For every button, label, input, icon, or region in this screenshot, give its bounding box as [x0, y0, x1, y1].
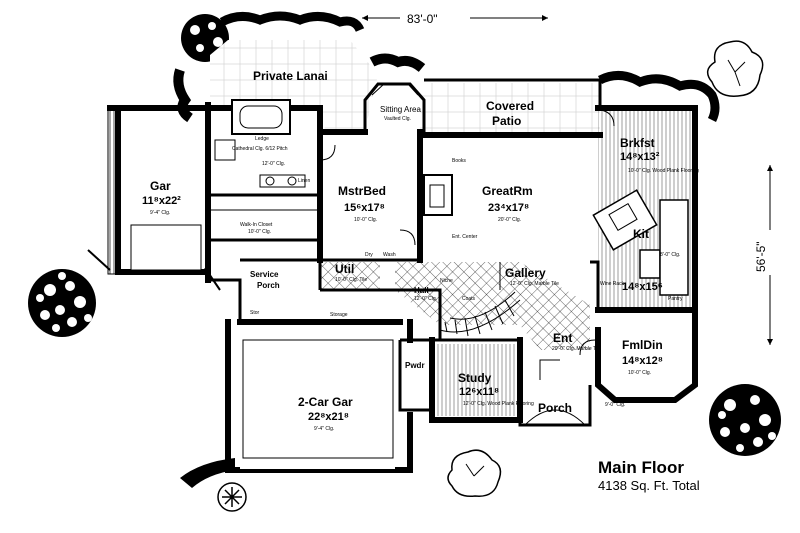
room-walk-in-closet-note: 10'-0" Clg. [248, 229, 271, 235]
floor-finishes [210, 40, 693, 416]
room-service-porch-name: Service [250, 270, 279, 279]
room-brkfst-note: 10'-0" Clg. Wood Plank Flooring [628, 168, 699, 174]
ledge-label: Ledge [255, 136, 269, 142]
room-fmldin-note: 10'-0" Clg. [628, 370, 651, 376]
room-sitting-area-name: Sitting Area [380, 105, 421, 114]
width-dimension-label: 83'-0" [407, 12, 438, 26]
room-covered-patio-name: Covered [486, 99, 534, 113]
room-util-note: 10'-0" Clg. Tile [335, 277, 367, 283]
room-greatrm-name: GreatRm [482, 184, 533, 198]
room-brkfst-name: Brkfst [620, 136, 655, 150]
depth-dimension: 56'-5" [754, 165, 773, 345]
room-brkfst-dim: 14⁸x13² [620, 151, 660, 163]
room-util-name: Util [335, 262, 354, 276]
room-study-name: Study [458, 371, 492, 385]
title-block: Main Floor 4138 Sq. Ft. Total [598, 458, 748, 494]
room-greatrm-note: 20'-0" Clg. [498, 217, 521, 223]
room-walk-in-closet-name: Walk-In Closet [240, 222, 273, 228]
room-gar-name: Gar [150, 179, 171, 193]
outline-tree-bottom [447, 449, 502, 498]
room-labels: Private Lanai Sitting Area Vaulted Clg. … [142, 69, 699, 432]
interior-walls [87, 99, 689, 469]
flower-bed-bottom-left [180, 458, 247, 512]
plan-title: Main Floor [598, 458, 684, 477]
stor-label: Stor [250, 310, 260, 316]
room-mstrbed-dim: 15⁶x17⁸ [344, 202, 385, 214]
room-service-porch-name-2: Porch [257, 281, 280, 290]
room-study-dim: 12⁶x11⁸ [459, 386, 499, 398]
room-mstrbed-note: 10'-0" Clg. [354, 217, 377, 223]
room-gar-dim: 11⁸x22² [142, 195, 181, 207]
room-covered-patio-name-2: Patio [492, 114, 521, 128]
room-sitting-area-note: Vaulted Clg. [384, 116, 411, 122]
room-gallery-note: 12'-0" Clg. Marble Tile [510, 281, 559, 287]
master-tub [214, 99, 306, 188]
room-mstrbed-name: MstrBed [338, 184, 386, 198]
staircase [439, 291, 521, 337]
storage-label: Storage [330, 312, 348, 318]
room-two-car-gar-name: 2-Car Gar [298, 395, 353, 409]
room-two-car-gar-dim: 22⁸x21⁸ [308, 411, 349, 423]
room-greatrm-dim: 23⁴x17⁸ [488, 202, 529, 214]
room-hall-note: 12'-0" Clg. [414, 296, 437, 302]
dry-label: Dry [365, 252, 373, 258]
room-gallery-name: Gallery [505, 266, 546, 280]
room-two-car-gar-note: 9'-4" Clg. [314, 426, 334, 432]
room-study-note: 12'-0" Clg. Wood Plank Flooring [463, 401, 534, 407]
shrub-right [709, 384, 781, 456]
wash-label: Wash [383, 252, 396, 258]
room-pwdr-name: Pwdr [405, 361, 425, 370]
wine-rack-label: Wine Rack [600, 281, 625, 287]
room-gar-note: 9'-4" Clg. [150, 210, 170, 216]
room-porch-note: 9'-0" Clg. [605, 402, 625, 408]
coats-label: Coats [462, 296, 476, 302]
room-private-lanai-name: Private Lanai [253, 69, 328, 83]
pantry-label: Pantry [668, 296, 683, 302]
kitchen-island [592, 189, 689, 296]
room-ent-name: Ent [553, 331, 572, 345]
niche-label: Niche [440, 278, 453, 284]
room-kit-dim: 14⁸x15⁶ [622, 281, 663, 293]
linen-label: Linen [298, 178, 310, 184]
room-hall-name: Hall [414, 286, 429, 295]
room-fmldin-name: FmlDin [622, 338, 663, 352]
ent-center-label: Ent. Center [452, 234, 478, 240]
room-porch-name: Porch [538, 401, 572, 415]
bath-note: Cathedral Clg. 6/12 Pitch [232, 146, 288, 152]
room-kit-name: Kit [633, 227, 649, 241]
room-fmldin-dim: 14⁸x12⁸ [622, 355, 663, 367]
room-ent-note: 20'-0" Clg. Marble Tile [552, 346, 601, 352]
outline-tree-top-right [706, 40, 764, 97]
books-label: Books [452, 158, 466, 164]
hedge-top [173, 11, 720, 123]
depth-dimension-label: 56'-5" [754, 241, 768, 272]
bath-clg: 12'-0" Clg. [262, 161, 285, 167]
width-dimension: 83'-0" [362, 12, 548, 26]
plan-subtitle: 4138 Sq. Ft. Total [598, 478, 700, 493]
room-kit-note: 8'-0" Clg. [660, 252, 680, 258]
shrub-left [28, 269, 96, 337]
